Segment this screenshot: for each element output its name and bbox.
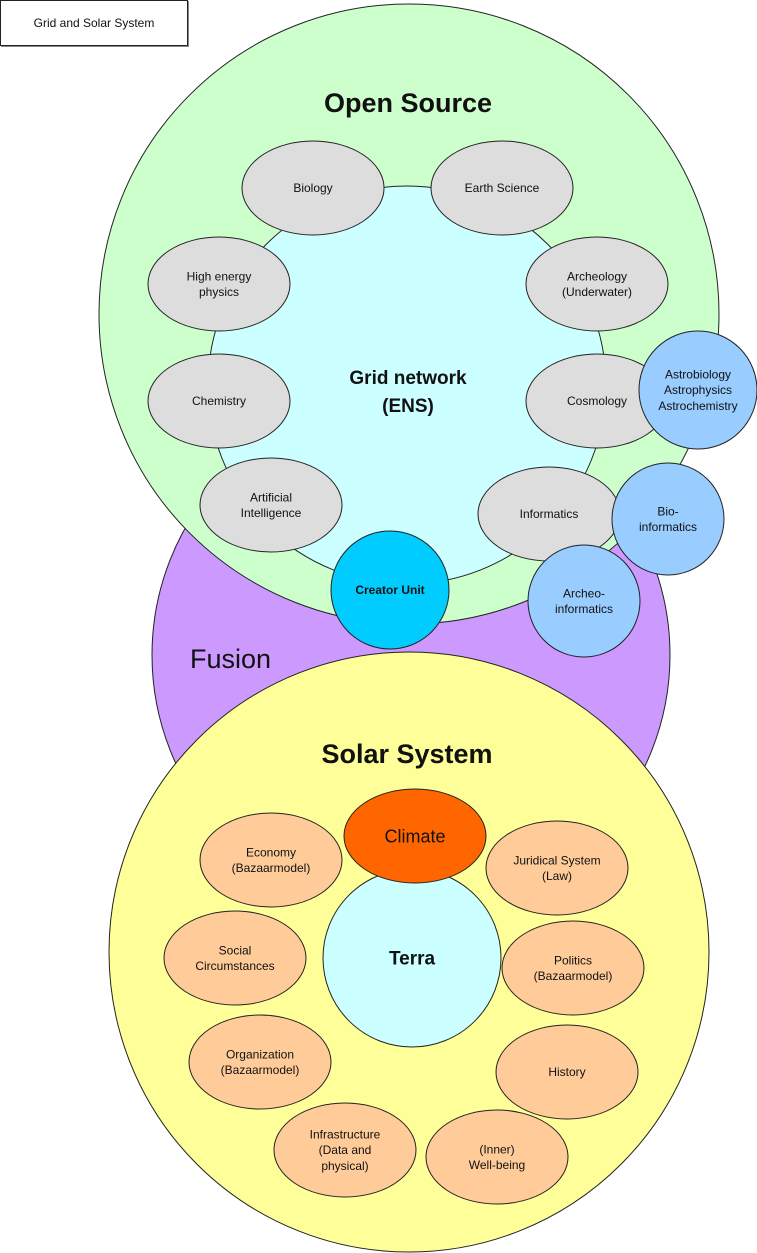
terra-node: Terra (322, 868, 502, 1048)
grid-network-label-line2: (ENS) (382, 396, 434, 417)
science-node-label: physics (199, 285, 239, 299)
science-node-label: Biology (293, 181, 332, 195)
science-node-label: Artificial (250, 490, 292, 504)
solar-domain-node-label: History (548, 1065, 585, 1079)
solar-domain-node: Politics (Bazaarmodel) (501, 920, 645, 1016)
science-node-shape (147, 353, 291, 449)
interdisciplinary-node-shape (638, 330, 757, 450)
solar-domain-node-label: Infrastructure (310, 1128, 381, 1142)
solar-domain-node-label: (Bazaarmodel) (221, 1063, 300, 1077)
science-node-label: Earth Science (465, 181, 540, 195)
solar-domain-node: History (495, 1024, 639, 1120)
interdisciplinary-node-shape (611, 462, 725, 576)
interdisciplinary-node-label: Astrochemistry (658, 399, 737, 413)
interdisciplinary-node: Archeo-informatics (527, 544, 641, 658)
solar-system-label: Solar System (321, 739, 492, 769)
science-node-shape (147, 236, 291, 332)
solar-domain-node-label: Circumstances (195, 959, 274, 973)
solar-domain-node-label: Social (219, 943, 252, 957)
science-node-label: Cosmology (567, 394, 627, 408)
solar-domain-node-shape (199, 812, 343, 908)
solar-domain-node-shape (485, 820, 629, 916)
fusion-label: Fusion (190, 644, 271, 674)
solar-domain-node-label: (Law) (542, 869, 572, 883)
interdisciplinary-node-label: informatics (639, 520, 697, 534)
science-node-shape (199, 457, 343, 553)
solar-domain-node: Economy (Bazaarmodel) (199, 812, 343, 908)
solar-domain-node-label: Organization (226, 1047, 294, 1061)
science-node-label: High energy (187, 269, 252, 283)
solar-domain-node-label: Well-being (469, 1158, 525, 1172)
solar-domain-node: Infrastructure(Data and physical) (273, 1102, 417, 1198)
diagram-title: Grid and Solar System (33, 16, 155, 30)
solar-domain-node-label: Economy (246, 845, 296, 859)
science-node: Cosmology (525, 353, 669, 449)
interdisciplinary-node: Bio-informatics (611, 462, 725, 576)
solar-domain-node-label: (Bazaarmodel) (534, 969, 613, 983)
climate-node-shape (343, 788, 487, 884)
science-node-label: Informatics (520, 507, 579, 521)
interdisciplinary-node-label: informatics (555, 602, 613, 616)
science-node-shape (525, 236, 669, 332)
solar-domain-node-shape (495, 1024, 639, 1120)
solar-domain-node: Juridical System (Law) (485, 820, 629, 916)
solar-domain-node-label: (Data and (319, 1143, 372, 1157)
interdisciplinary-node-label: Archeo- (563, 586, 605, 600)
science-node-shape (430, 140, 574, 236)
climate-node: Climate (343, 788, 487, 884)
climate-node-label: Climate (384, 826, 445, 846)
science-node-label: (Underwater) (562, 285, 632, 299)
interdisciplinary-node-label: Astrophysics (664, 383, 732, 397)
solar-domain-node-label: Juridical System (513, 853, 600, 867)
solar-domain-node-shape (163, 910, 307, 1006)
solar-domain-node-label: (Bazaarmodel) (232, 861, 311, 875)
science-node: Chemistry (147, 353, 291, 449)
science-node-shape (241, 140, 385, 236)
science-node-label: Intelligence (241, 506, 302, 520)
terra-node-label: Terra (389, 949, 436, 970)
science-node: Archeology (Underwater) (525, 236, 669, 332)
solar-domain-node-shape (501, 920, 645, 1016)
open-source-label: Open Source (324, 88, 492, 118)
science-node: Biology (241, 140, 385, 236)
solar-domain-node-label: (Inner) (479, 1142, 514, 1156)
interdisciplinary-node-label: Bio- (657, 504, 678, 518)
interdisciplinary-node-shape (527, 544, 641, 658)
solar-domain-node: (Inner) Well-being (425, 1109, 569, 1205)
science-node: Earth Science (430, 140, 574, 236)
creator-unit-node-label: Creator Unit (355, 583, 424, 597)
solar-domain-node: Organization (Bazaarmodel) (188, 1014, 332, 1110)
science-node-label: Archeology (567, 269, 627, 283)
science-node: Informatics (477, 466, 621, 562)
solar-domain-node-label: physical) (321, 1159, 368, 1173)
creator-unit-node: Creator Unit (330, 530, 450, 650)
solar-domain-node-label: Politics (554, 953, 592, 967)
science-node-label: Chemistry (192, 394, 246, 408)
diagram-title-box: Grid and Solar System (0, 0, 188, 46)
grid-network-label-line1: Grid network (349, 368, 467, 389)
solar-domain-node-shape (273, 1102, 417, 1198)
solar-domain-node-shape (188, 1014, 332, 1110)
interdisciplinary-node-label: Astrobiology (665, 368, 731, 382)
science-node: High energy physics (147, 236, 291, 332)
creator-unit-node-shape (330, 530, 450, 650)
solar-domain-node-shape (425, 1109, 569, 1205)
